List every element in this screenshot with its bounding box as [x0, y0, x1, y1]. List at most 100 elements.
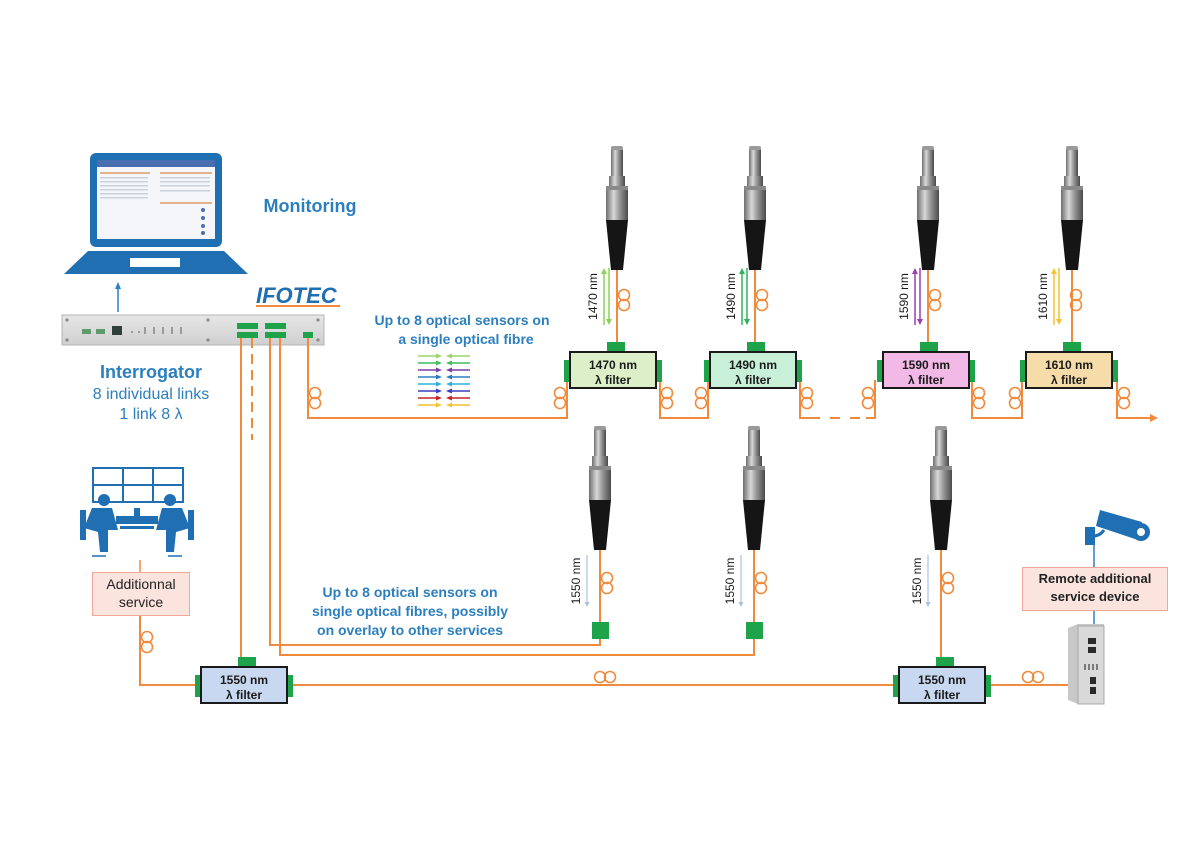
arrow-head — [436, 388, 442, 394]
lambda-filter: 1550 nmλ filter — [195, 657, 293, 704]
filter-wavelength: 1550 nm — [220, 673, 268, 687]
monitoring-label: Monitoring — [264, 196, 357, 216]
filter-port-left — [1020, 360, 1028, 382]
arrow-head — [446, 367, 452, 373]
lambda-filter: 1610 nmλ filter — [1020, 342, 1118, 389]
filter-port-top — [920, 342, 938, 352]
arrow-head — [446, 388, 452, 394]
sensor-probe-icon — [1061, 146, 1083, 270]
arrow-head — [436, 374, 442, 380]
filter-port-right — [967, 360, 975, 382]
filter-port-top — [1063, 342, 1081, 352]
sensor-wavelength-label: 1590 nm — [897, 273, 911, 320]
laptop-icon — [64, 153, 248, 274]
top-branch-caption-2: a single optical fibre — [398, 331, 534, 347]
remote-device-line1: Remote additional — [1038, 571, 1152, 586]
lambda-filter: 1590 nmλ filter — [877, 342, 975, 389]
sensor-probe-icon — [744, 146, 766, 270]
fiber-coils — [140, 288, 1131, 684]
wavelength-arrows — [418, 353, 470, 408]
arrow-head — [436, 395, 442, 401]
filter-port-left — [704, 360, 712, 382]
interrogator-lambda: 1 link 8 λ — [119, 406, 182, 423]
remote-device-line2: service device — [1050, 589, 1140, 604]
remote-device-box: Remote additional service device — [1022, 567, 1168, 611]
filter-port-top — [607, 342, 625, 352]
arrow-head — [446, 360, 452, 366]
sensor-probe-icon — [743, 426, 765, 550]
interrogator-title: Interrogator — [100, 362, 202, 382]
filter-port-top — [936, 657, 954, 667]
additional-service-line1: Additionnal — [106, 576, 176, 592]
filter-port-right — [983, 675, 991, 697]
fiber-network — [139, 270, 1158, 686]
sensor-wavelength: 1610 nm — [1036, 268, 1062, 325]
interrogator-device — [61, 314, 325, 346]
arrow-head — [436, 360, 442, 366]
filter-box — [898, 666, 986, 704]
sensor-port — [746, 622, 763, 639]
filter-box — [200, 666, 288, 704]
filter-port-top — [747, 342, 765, 352]
filter-port-left — [893, 675, 901, 697]
arrow-head — [436, 367, 442, 373]
interrogator-links: 8 individual links — [93, 386, 210, 403]
sensor-wavelength: 1550 nm — [723, 555, 744, 607]
sensor-probe-icon — [917, 146, 939, 270]
arrow-head — [446, 353, 452, 359]
filter-port-left — [564, 360, 572, 382]
bottom-branch-caption-3: on overlay to other services — [317, 622, 503, 638]
filter-port-right — [1110, 360, 1118, 382]
filter-port-right — [285, 675, 293, 697]
arrow-head — [436, 353, 442, 359]
top-branch-caption-1: Up to 8 optical sensors on — [374, 312, 549, 328]
arrow-head — [446, 381, 452, 387]
sensor-wavelength: 1470 nm — [586, 268, 612, 325]
arrow-head — [446, 402, 452, 408]
filter-box — [882, 351, 970, 389]
arrow-head — [436, 381, 442, 387]
filter-port-left — [877, 360, 885, 382]
filter-type: λ filter — [908, 373, 944, 387]
lambda-filter: 1550 nmλ filter — [893, 657, 991, 704]
sensor-probes — [589, 146, 1083, 550]
sensor-wavelength: 1550 nm — [569, 555, 590, 607]
filter-box — [709, 351, 797, 389]
arrow-up-icon — [115, 282, 121, 289]
sensor-port — [592, 622, 609, 639]
filter-box — [569, 351, 657, 389]
sensor-probe-icon — [930, 426, 952, 550]
filter-type: λ filter — [735, 373, 771, 387]
filter-wavelength: 1590 nm — [902, 358, 950, 372]
filter-box — [1025, 351, 1113, 389]
camera-icon — [1085, 510, 1150, 545]
arrow-head — [446, 374, 452, 380]
sensor-probe-icon — [606, 146, 628, 270]
sensor-wavelength: 1490 nm — [724, 268, 750, 325]
additional-service-line2: service — [118, 594, 164, 610]
filter-port-top — [238, 657, 256, 667]
filter-type: λ filter — [226, 688, 262, 702]
filter-wavelength: 1470 nm — [589, 358, 637, 372]
sensor-wavelength: 1550 nm — [910, 555, 931, 607]
lambda-filter: 1490 nmλ filter — [704, 342, 802, 389]
sensor-wavelength-label: 1550 nm — [723, 558, 737, 605]
sensor-wavelength: 1590 nm — [897, 268, 923, 325]
filter-type: λ filter — [924, 688, 960, 702]
ifotec-logo: IFOTEC — [256, 283, 340, 308]
sensor-wavelength-label: 1470 nm — [586, 273, 600, 320]
filter-port-right — [654, 360, 662, 382]
filter-port-right — [794, 360, 802, 382]
bottom-branch-caption-1: Up to 8 optical sensors on — [322, 584, 497, 600]
lambda-filter: 1470 nmλ filter — [564, 342, 662, 389]
sensor-wavelength-label: 1490 nm — [724, 273, 738, 320]
arrow-head — [436, 402, 442, 408]
filter-wavelength: 1490 nm — [729, 358, 777, 372]
arrow-head — [446, 395, 452, 401]
filter-type: λ filter — [595, 373, 631, 387]
sensor-wavelength-label: 1610 nm — [1036, 273, 1050, 320]
bottom-branch-caption-2: single optical fibres, possibly — [312, 603, 508, 619]
sensor-wavelength-label: 1550 nm — [569, 558, 583, 605]
filter-port-left — [195, 675, 203, 697]
